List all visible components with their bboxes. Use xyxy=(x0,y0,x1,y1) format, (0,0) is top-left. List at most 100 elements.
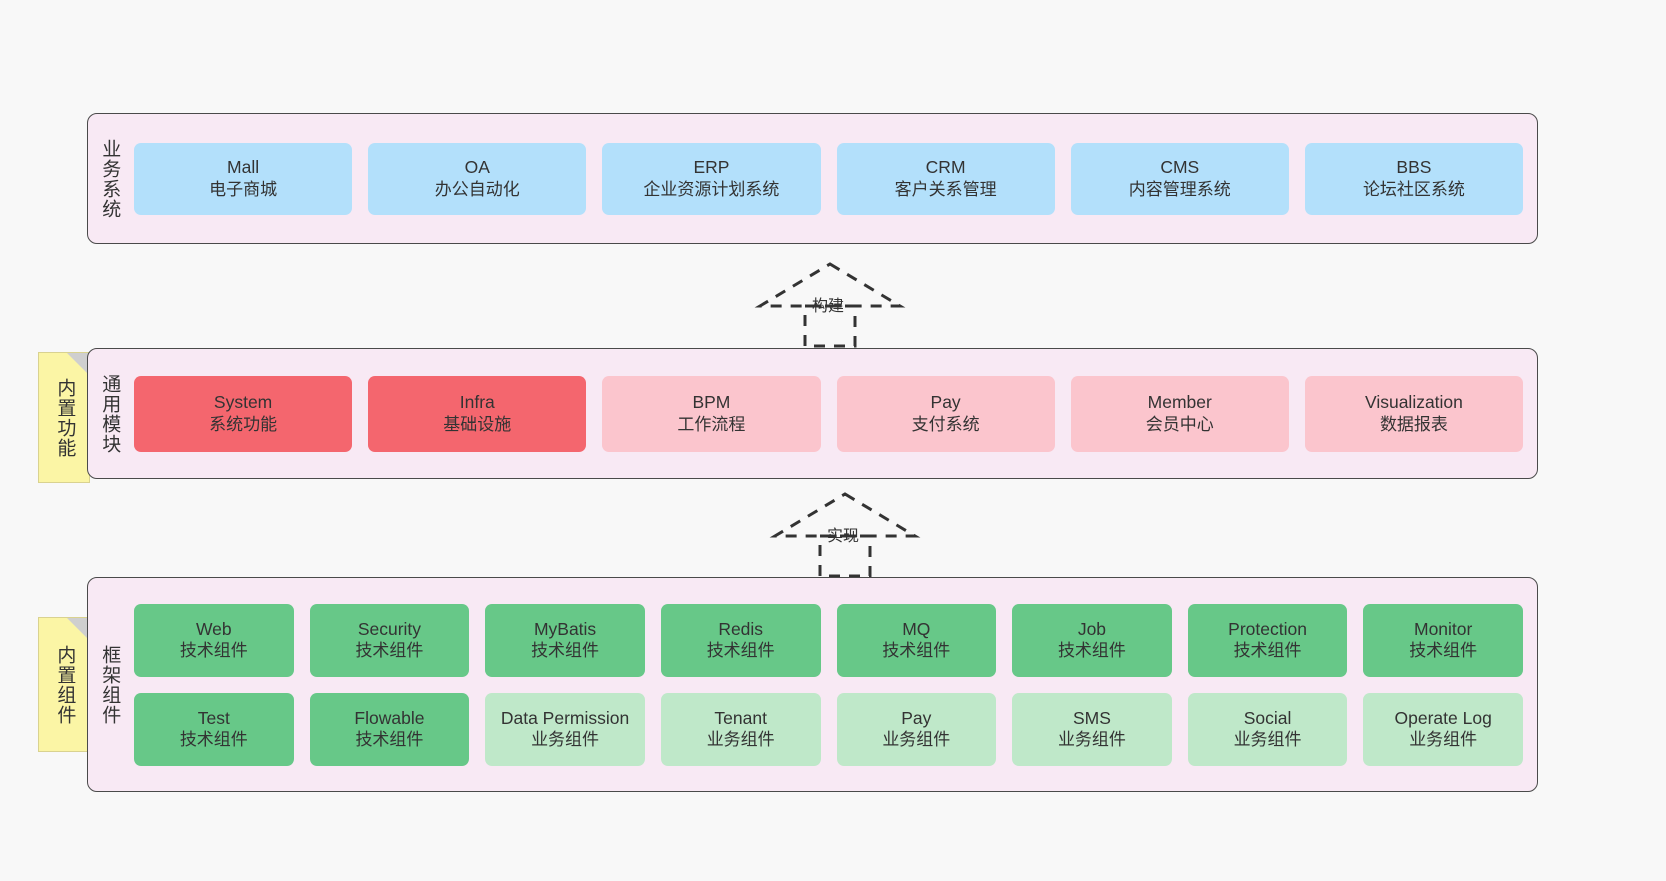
module-card-oa[interactable]: OA 办公自动化 xyxy=(368,142,587,215)
component-card-security[interactable]: Security 技术组件 xyxy=(309,603,470,677)
module-cn-label: 系统功能 xyxy=(209,414,278,434)
component-en-label: Web xyxy=(195,618,232,639)
component-cn-label: 业务组件 xyxy=(531,730,600,750)
module-card-crm[interactable]: CRM 客户关系管理 xyxy=(836,142,1055,215)
component-card-tenant[interactable]: Tenant 业务组件 xyxy=(660,692,821,766)
arrow-label-implement: 实现 xyxy=(827,528,860,545)
module-en-label: CRM xyxy=(925,157,966,178)
component-cn-label: 技术组件 xyxy=(1409,641,1478,661)
component-en-label: Tenant xyxy=(714,707,767,728)
component-card-redis[interactable]: Redis 技术组件 xyxy=(660,603,821,677)
component-card-sms[interactable]: SMS 业务组件 xyxy=(1012,692,1172,766)
component-cn-label: 技术组件 xyxy=(531,641,600,661)
row-framework-1: Web 技术组件 Security 技术组件 MyBatis 技术组件 Redi… xyxy=(134,603,1523,677)
component-card-data-permission[interactable]: Data Permission 业务组件 xyxy=(485,692,645,766)
component-card-flowable[interactable]: Flowable 技术组件 xyxy=(309,692,470,766)
module-card-mall[interactable]: Mall 电子商城 xyxy=(134,142,353,215)
component-cn-label: 技术组件 xyxy=(882,641,951,661)
row-common-1: System 系统功能 Infra 基础设施 BPM 工作流程 Pay 支付系统… xyxy=(134,375,1524,452)
arrow-label-build: 构建 xyxy=(812,298,845,315)
component-en-label: Operate Log xyxy=(1394,707,1492,728)
note-label: 内置组件 xyxy=(54,644,76,725)
module-cn-label: 数据报表 xyxy=(1379,414,1448,434)
layer-body-business: Mall 电子商城 OA 办公自动化 ERP 企业资源计划系统 CRM 客户关系… xyxy=(130,114,1537,243)
module-en-label: Mall xyxy=(227,157,260,178)
module-en-label: ERP xyxy=(693,157,730,178)
module-cn-label: 电子商城 xyxy=(209,179,278,199)
component-cn-label: 业务组件 xyxy=(1233,730,1302,750)
component-en-label: MyBatis xyxy=(533,618,597,639)
module-cn-label: 基础设施 xyxy=(443,414,512,434)
note-label: 内置功能 xyxy=(54,377,76,458)
component-en-label: Redis xyxy=(718,618,764,639)
component-en-label: MQ xyxy=(902,618,931,639)
component-en-label: Protection xyxy=(1228,618,1307,639)
module-card-visualization[interactable]: Visualization 数据报表 xyxy=(1304,375,1524,452)
layer-framework-components: 框架组件 Web 技术组件 Security 技术组件 MyBatis 技术组件… xyxy=(87,577,1538,792)
component-card-job[interactable]: Job 技术组件 xyxy=(1012,603,1172,677)
arrow-stem xyxy=(818,534,872,578)
component-card-test[interactable]: Test 技术组件 xyxy=(134,692,294,766)
component-cn-label: 业务组件 xyxy=(1409,730,1478,750)
component-en-label: Social xyxy=(1243,707,1292,728)
component-card-monitor[interactable]: Monitor 技术组件 xyxy=(1363,603,1523,677)
component-card-operate-log[interactable]: Operate Log 业务组件 xyxy=(1363,692,1523,766)
module-cn-label: 论坛社区系统 xyxy=(1362,179,1465,199)
module-en-label: Infra xyxy=(459,392,495,413)
module-cn-label: 内容管理系统 xyxy=(1128,179,1231,199)
layer-title-common: 通用模块 xyxy=(99,373,121,454)
component-cn-label: 技术组件 xyxy=(355,730,424,750)
module-en-label: System xyxy=(213,392,273,413)
module-card-system[interactable]: System 系统功能 xyxy=(134,375,353,452)
layer-common-modules: 通用模块 System 系统功能 Infra 基础设施 BPM 工作流程 Pay… xyxy=(87,348,1538,479)
component-en-label: Job xyxy=(1077,618,1107,639)
component-cn-label: 业务组件 xyxy=(1057,730,1126,750)
module-en-label: CMS xyxy=(1160,157,1200,178)
component-cn-label: 技术组件 xyxy=(179,730,248,750)
module-card-infra[interactable]: Infra 基础设施 xyxy=(368,375,587,452)
component-en-label: Data Permission xyxy=(500,707,630,728)
layer-body-common: System 系统功能 Infra 基础设施 BPM 工作流程 Pay 支付系统… xyxy=(130,349,1537,478)
arrow-head-triangle xyxy=(769,492,921,538)
module-en-label: BPM xyxy=(692,392,731,413)
module-cn-label: 企业资源计划系统 xyxy=(643,179,780,199)
component-card-pay[interactable]: Pay 业务组件 xyxy=(836,692,997,766)
component-en-label: Test xyxy=(197,707,230,728)
component-cn-label: 业务组件 xyxy=(882,730,951,750)
module-cn-label: 支付系统 xyxy=(911,414,980,434)
module-card-bbs[interactable]: BBS 论坛社区系统 xyxy=(1304,142,1524,215)
arrow-head-triangle xyxy=(754,262,906,308)
layer-body-framework: Web 技术组件 Security 技术组件 MyBatis 技术组件 Redi… xyxy=(130,578,1537,791)
module-en-label: Visualization xyxy=(1364,392,1463,413)
component-card-web[interactable]: Web 技术组件 xyxy=(134,603,294,677)
arrow-build: 构建 xyxy=(754,258,906,348)
arrow-implement: 实现 xyxy=(769,488,921,578)
component-cn-label: 技术组件 xyxy=(706,641,775,661)
component-en-label: Monitor xyxy=(1414,618,1473,639)
component-en-label: Security xyxy=(357,618,422,639)
layer-title-business: 业务系统 xyxy=(99,138,121,219)
module-card-pay[interactable]: Pay 支付系统 xyxy=(836,375,1055,452)
component-en-label: SMS xyxy=(1072,707,1111,728)
layer-business-systems: 业务系统 Mall 电子商城 OA 办公自动化 ERP 企业资源计划系统 CRM… xyxy=(87,113,1538,244)
component-cn-label: 业务组件 xyxy=(706,730,775,750)
module-card-bpm[interactable]: BPM 工作流程 xyxy=(602,375,821,452)
row-framework-2: Test 技术组件 Flowable 技术组件 Data Permission … xyxy=(134,692,1523,766)
component-card-mybatis[interactable]: MyBatis 技术组件 xyxy=(485,603,645,677)
module-en-label: OA xyxy=(464,157,490,178)
module-cn-label: 工作流程 xyxy=(677,414,746,434)
component-card-protection[interactable]: Protection 技术组件 xyxy=(1187,603,1348,677)
module-cn-label: 客户关系管理 xyxy=(894,179,997,199)
module-card-member[interactable]: Member 会员中心 xyxy=(1070,375,1289,452)
module-card-cms[interactable]: CMS 内容管理系统 xyxy=(1070,142,1289,215)
component-card-social[interactable]: Social 业务组件 xyxy=(1187,692,1348,766)
module-cn-label: 会员中心 xyxy=(1145,414,1214,434)
note-builtin-component: 内置组件 xyxy=(38,617,90,752)
component-card-mq[interactable]: MQ 技术组件 xyxy=(836,603,997,677)
component-cn-label: 技术组件 xyxy=(1057,641,1126,661)
module-card-erp[interactable]: ERP 企业资源计划系统 xyxy=(602,142,821,215)
module-en-label: Member xyxy=(1147,392,1212,413)
component-en-label: Pay xyxy=(901,707,932,728)
module-en-label: BBS xyxy=(1396,157,1432,178)
